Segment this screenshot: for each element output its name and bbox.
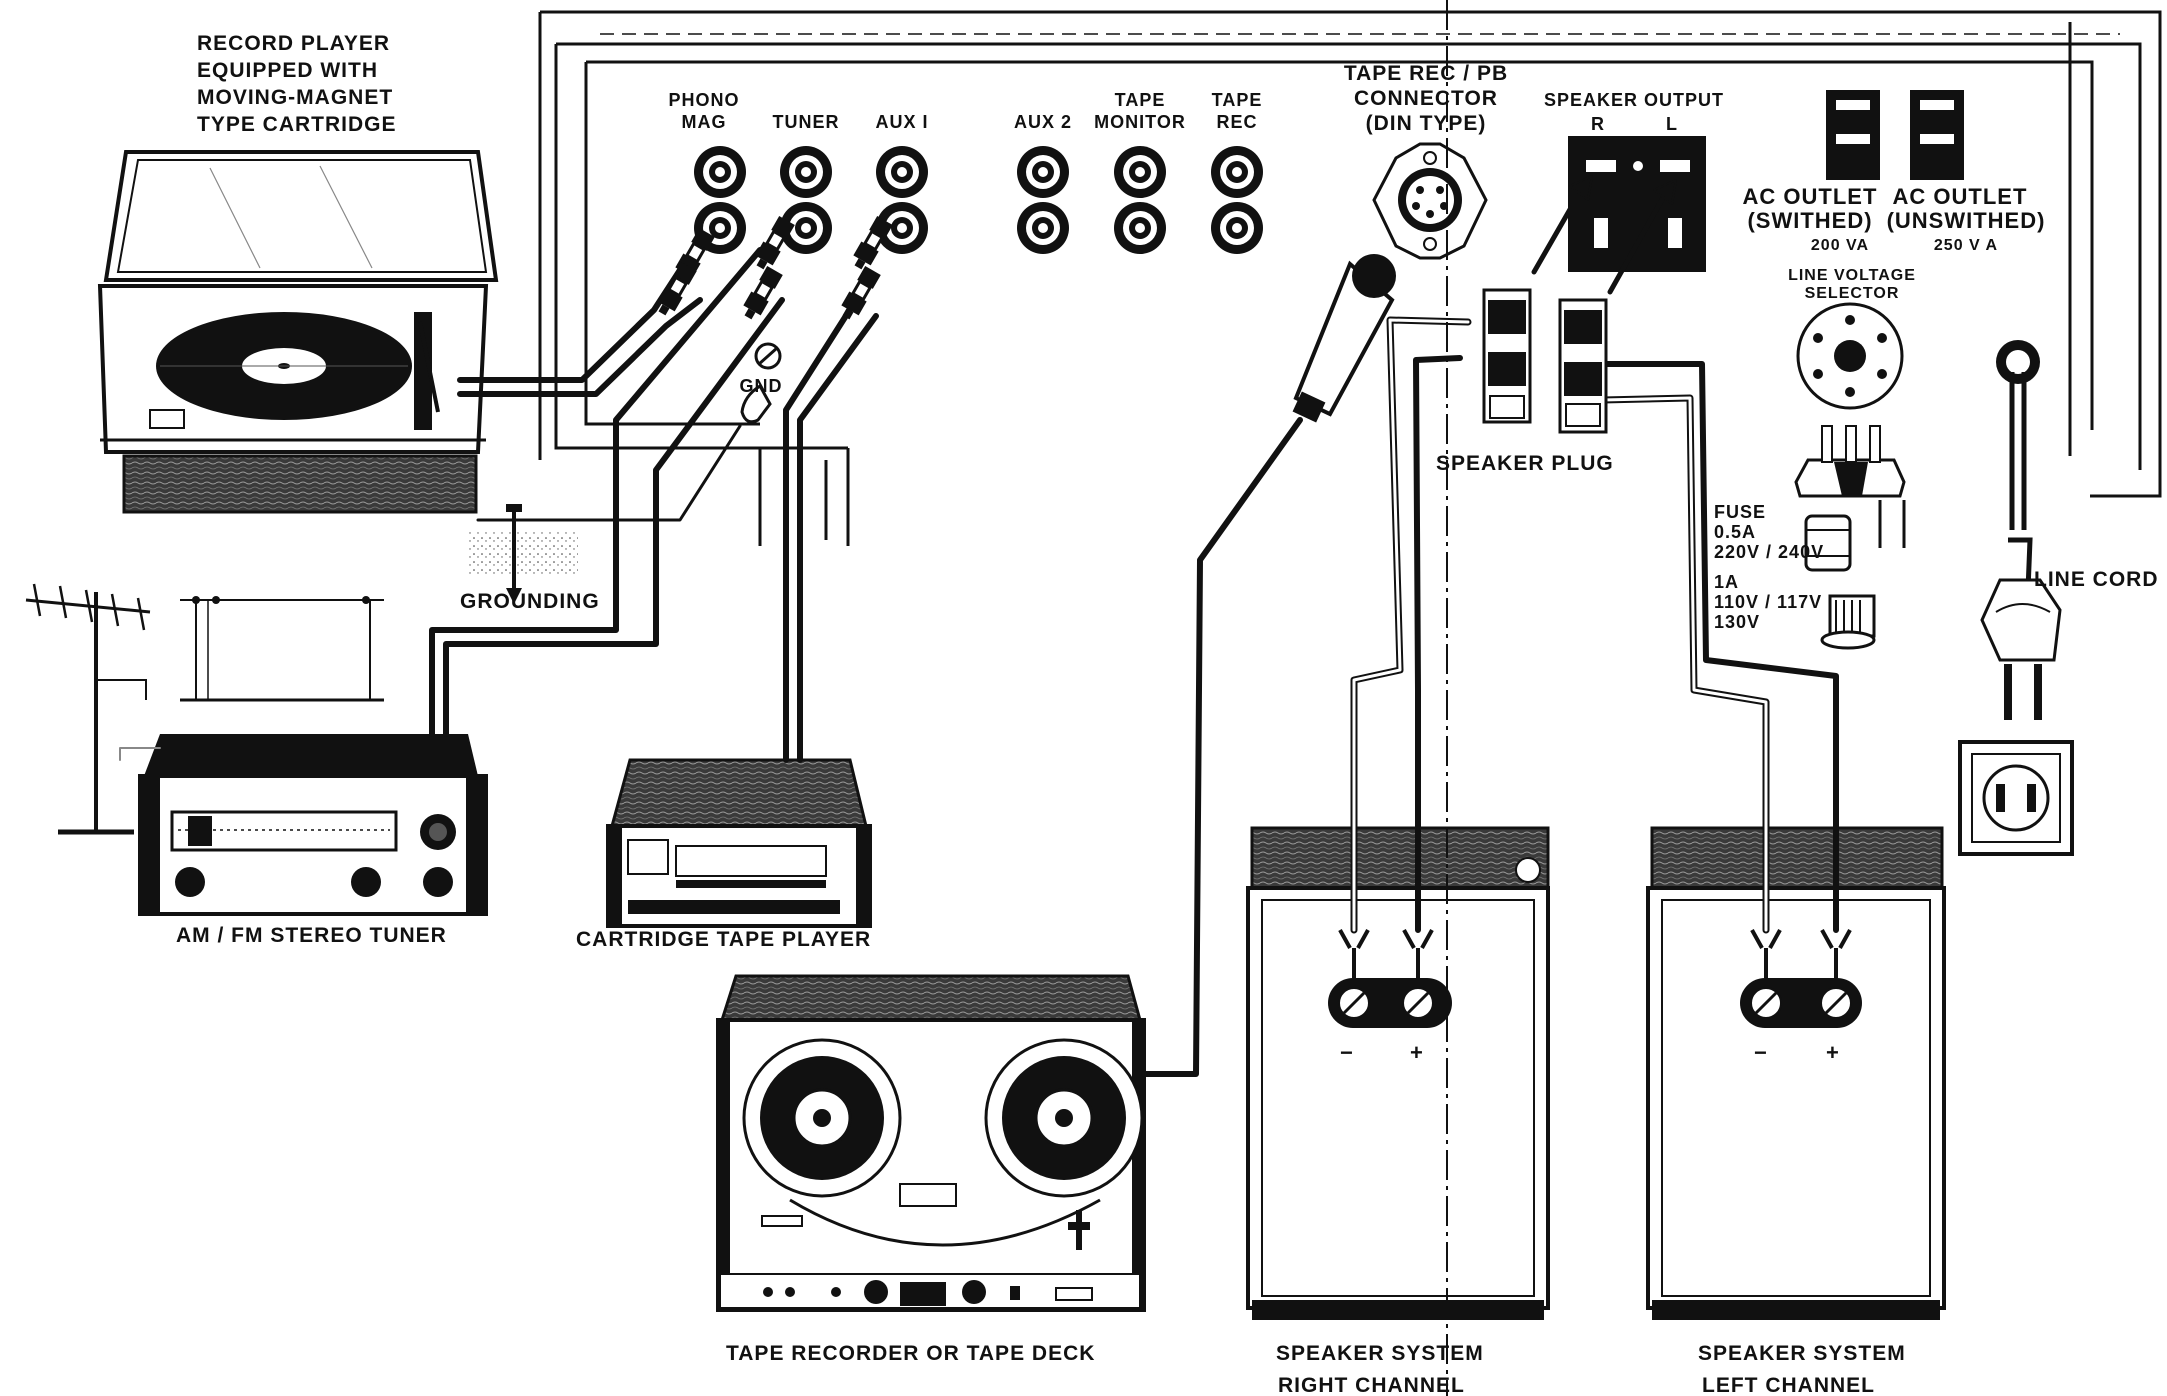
tape-rec-jack-bottom[interactable] (1211, 202, 1263, 254)
speaker-output-socket[interactable] (1568, 136, 1706, 272)
tuner-jack-top[interactable] (780, 146, 832, 198)
right-minus-label: − (1340, 1040, 1354, 1065)
din-label-3: (DIN TYPE) (1366, 112, 1487, 135)
tape-rec-jack-top[interactable] (1211, 146, 1263, 198)
tape-rec-label-1: TAPE (1212, 90, 1263, 110)
ac-outlet-unswitched[interactable] (1910, 90, 1964, 180)
gnd-screw[interactable] (740, 342, 782, 424)
cartridge-tape-player (606, 758, 872, 928)
din-plug[interactable] (1292, 254, 1396, 423)
speaker-r-label: R (1591, 114, 1605, 134)
speaker-left-label-1: SPEAKER SYSTEM (1698, 1342, 1906, 1365)
am-fm-tuner (138, 734, 488, 916)
wall-outlet (1958, 740, 2074, 856)
ac-unswitched-label-1: AC OUTLET (1893, 184, 2028, 209)
din-label-2: CONNECTOR (1354, 87, 1498, 110)
din-label-1: TAPE REC / PB (1344, 62, 1508, 85)
fuse-icons (1804, 514, 1876, 650)
line-cord[interactable] (1980, 340, 2062, 720)
speaker-right-label-1: SPEAKER SYSTEM (1276, 1342, 1484, 1365)
speaker-right (1246, 826, 1550, 1320)
cables (119, 175, 1839, 1077)
fuse-label-2: 0.5A (1714, 522, 1756, 542)
tape-monitor-jack-bottom[interactable] (1114, 202, 1166, 254)
aux2-jack-bottom[interactable] (1017, 202, 1069, 254)
fuse-label-3: 220V / 240V (1714, 542, 1824, 562)
speaker-right-label-2: RIGHT CHANNEL (1278, 1374, 1465, 1396)
tuner-jack-label: TUNER (773, 112, 840, 132)
fuse-label-4: 1A (1714, 572, 1739, 592)
speaker-left (1646, 826, 1946, 1320)
record-player-label-3: MOVING-MAGNET (197, 86, 393, 109)
gnd-label: GND (740, 376, 783, 396)
record-player (97, 150, 499, 514)
aux1-label: AUX I (875, 112, 928, 132)
record-player-label-2: EQUIPPED WITH (197, 59, 378, 82)
tape-monitor-jack-top[interactable] (1114, 146, 1166, 198)
ac-switched-label-1: AC OUTLET (1743, 184, 1878, 209)
speaker-plug-label: SPEAKER PLUG (1436, 452, 1614, 475)
ac-switched-label-3: 200 VA (1811, 237, 1869, 254)
ac-unswitched-label-3: 250 V A (1934, 237, 1998, 254)
line-voltage-selector[interactable] (1794, 302, 1906, 498)
fuse-label-1: FUSE (1714, 502, 1766, 522)
aux1-jack-top[interactable] (876, 146, 928, 198)
ac-unswitched-label-2: (UNSWITHED) (1887, 208, 2046, 233)
speaker-output-label: SPEAKER OUTPUT (1544, 90, 1724, 110)
right-plus-label: + (1410, 1040, 1424, 1065)
ac-switched-label-2: (SWITHED) (1747, 208, 1872, 233)
ac-outlet-switched[interactable] (1826, 90, 1880, 180)
tape-monitor-label-1: TAPE (1115, 90, 1166, 110)
line-voltage-label-1: LINE VOLTAGE (1788, 267, 1916, 284)
fuse-label-6: 130V (1714, 612, 1760, 632)
antenna-dipole (180, 596, 384, 702)
cartridge-player-label: CARTRIDGE TAPE PLAYER (576, 928, 871, 951)
left-minus-label: − (1754, 1040, 1768, 1065)
speaker-left-label-2: LEFT CHANNEL (1702, 1374, 1875, 1396)
left-plus-label: + (1826, 1040, 1840, 1065)
fuse-label-5: 110V / 117V (1714, 592, 1822, 612)
grounding-label: GROUNDING (460, 590, 600, 613)
speaker-l-label: L (1666, 114, 1678, 134)
record-player-label-4: TYPE CARTRIDGE (197, 113, 397, 136)
rear-panel (538, 10, 2162, 548)
din-connector[interactable] (1372, 142, 1488, 260)
tape-monitor-label-2: MONITOR (1094, 112, 1186, 132)
aux2-label: AUX 2 (1014, 112, 1072, 132)
tape-recorder (716, 974, 1146, 1312)
phono-label-1: PHONO (668, 90, 739, 110)
antenna-yagi (25, 583, 151, 835)
phono-label-2: MAG (682, 112, 727, 132)
tape-rec-label-2: REC (1216, 112, 1257, 132)
line-cord-label: LINE CORD (2034, 568, 2159, 591)
line-voltage-label-2: SELECTOR (1805, 285, 1900, 302)
aux2-jack-top[interactable] (1017, 146, 1069, 198)
speaker-plugs[interactable] (1482, 288, 1608, 434)
grounding-spike (468, 504, 578, 604)
record-player-label-1: RECORD PLAYER (197, 32, 390, 55)
labels: RECORD PLAYER EQUIPPED WITH MOVING-MAGNE… (176, 32, 2159, 1396)
tape-recorder-label: TAPE RECORDER OR TAPE DECK (726, 1342, 1095, 1365)
tuner-label: AM / FM STEREO TUNER (176, 924, 447, 947)
phono-jack-top[interactable] (694, 146, 746, 198)
